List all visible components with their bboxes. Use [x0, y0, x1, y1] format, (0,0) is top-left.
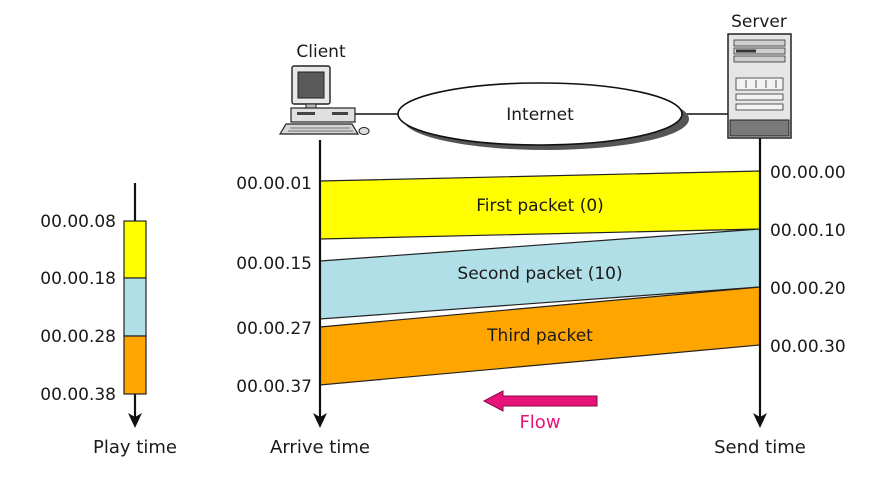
play-time-0: 00.00.08 [40, 212, 116, 232]
client-label: Client [296, 42, 346, 62]
play-time-3: 00.00.38 [40, 385, 116, 405]
arrive-time-1: 00.00.15 [236, 254, 312, 274]
send-time-0: 00.00.00 [770, 163, 846, 183]
play-segment-second [123, 277, 147, 337]
flow-label: Flow [519, 412, 560, 433]
server-tower-icon [727, 33, 792, 139]
second-packet-label: Second packet (10) [457, 264, 622, 284]
play-timeline-arrowhead [128, 413, 142, 428]
send-time-2: 00.00.20 [770, 279, 846, 299]
arrive-timeline-arrowhead [313, 413, 327, 428]
send-timeline-arrowhead [753, 413, 767, 428]
internet-cloud [397, 82, 683, 146]
play-time-caption: Play time [93, 437, 177, 458]
play-segment-third [123, 335, 147, 395]
arrive-time-0: 00.00.01 [236, 174, 312, 194]
play-time-2: 00.00.28 [40, 327, 116, 347]
flow-arrow-icon [482, 390, 598, 412]
play-segment-first [123, 220, 147, 279]
first-packet-label: First packet (0) [476, 196, 604, 216]
arrive-time-caption: Arrive time [270, 437, 370, 458]
arrive-time-2: 00.00.27 [236, 319, 312, 339]
server-label: Server [731, 12, 787, 32]
arrive-time-3: 00.00.37 [236, 377, 312, 397]
send-time-1: 00.00.10 [770, 221, 846, 241]
third-packet-label: Third packet [486, 326, 593, 346]
play-time-1: 00.00.18 [40, 269, 116, 289]
send-time-caption: Send time [714, 437, 806, 458]
internet-label: Internet [506, 105, 574, 125]
client-computer-icon [278, 65, 370, 135]
send-time-3: 00.00.30 [770, 337, 846, 357]
